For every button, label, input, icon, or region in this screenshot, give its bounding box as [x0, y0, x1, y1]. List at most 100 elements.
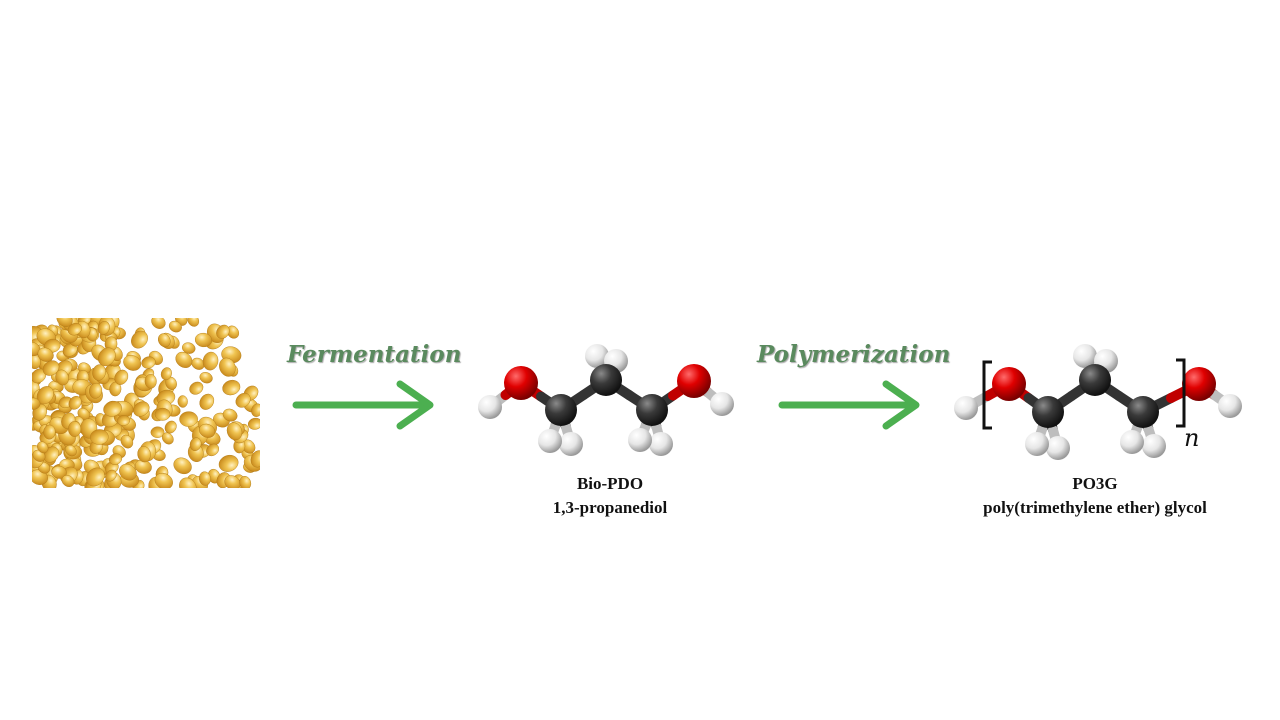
oxygen-atom	[1182, 367, 1216, 401]
hydrogen-atom	[585, 344, 609, 368]
corn-kernel	[199, 372, 213, 384]
corn-kernel	[177, 395, 188, 408]
corn-kernel	[194, 332, 213, 348]
corn-kernels-image	[32, 318, 260, 488]
right-bracket	[1176, 358, 1186, 428]
corn-kernel	[119, 463, 137, 481]
oxygen-atom	[504, 366, 538, 400]
polymerization-label: Polymerization	[757, 341, 951, 368]
corn-kernel	[199, 393, 215, 410]
hydrogen-atom	[1142, 434, 1166, 458]
carbon-atom	[636, 394, 668, 426]
corn-kernel	[120, 434, 134, 449]
corn-kernel	[37, 441, 49, 454]
corn-kernel	[103, 400, 122, 417]
carbon-atom	[590, 364, 622, 396]
carbon-atom	[1127, 396, 1159, 428]
corn-kernel	[61, 474, 75, 488]
corn-kernel	[202, 351, 219, 371]
corn-kernel	[164, 420, 177, 434]
carbon-atom	[545, 394, 577, 426]
corn-kernel	[189, 381, 204, 395]
corn-kernel	[175, 351, 193, 368]
hydrogen-atom	[559, 432, 583, 456]
corn-kernel	[168, 320, 182, 333]
repeat-brackets	[982, 358, 1186, 430]
corn-kernel	[68, 421, 82, 437]
propanediol-molecule-model	[478, 344, 734, 456]
oxygen-atom	[992, 367, 1026, 401]
corn-kernel	[108, 453, 123, 465]
corn-kernel	[179, 411, 198, 427]
pdo-caption: Bio-PDO 1,3-propanediol	[505, 472, 715, 520]
po3g-name: PO3G	[1072, 474, 1118, 493]
corn-kernel	[51, 465, 67, 479]
corn-kernel	[137, 446, 151, 463]
corn-kernel	[133, 401, 150, 417]
po3g-chemical-name: poly(trimethylene ether) glycol	[983, 498, 1207, 517]
corn-kernel	[131, 330, 148, 349]
corn-kernel	[42, 360, 60, 376]
corn-kernel	[247, 417, 260, 430]
corn-kernel	[86, 467, 105, 487]
hydrogen-atom	[710, 392, 734, 416]
corn-kernel	[92, 364, 106, 381]
corn-kernel	[55, 369, 69, 386]
corn-kernel	[187, 318, 200, 327]
corn-kernel	[123, 355, 142, 371]
corn-kernel	[105, 469, 117, 482]
oxygen-atom	[677, 364, 711, 398]
corn-kernel	[226, 422, 243, 441]
corn-kernel	[219, 357, 236, 377]
hydrogen-atom	[538, 429, 562, 453]
corn-kernel	[160, 367, 172, 381]
repeat-subscript: n	[1184, 424, 1200, 452]
corn-kernel	[218, 454, 239, 472]
corn-kernel	[251, 403, 260, 417]
hydrogen-atom	[1073, 344, 1097, 368]
corn-kernel	[32, 397, 41, 410]
corn-kernel	[173, 457, 192, 475]
fermentation-label: Fermentation	[287, 341, 462, 368]
corn-kernel	[43, 424, 56, 440]
corn-kernel	[67, 322, 82, 336]
corn-kernel	[224, 475, 241, 488]
corn-kernel	[199, 423, 216, 438]
corn-kernel	[250, 450, 260, 468]
polymerization-arrow	[778, 380, 920, 430]
corn-kernel	[235, 392, 251, 408]
corn-kernel	[161, 432, 174, 445]
corn-kernel	[154, 407, 171, 421]
corn-kernel	[206, 443, 220, 457]
corn-kernel	[97, 321, 110, 335]
hydrogen-atom	[1218, 394, 1242, 418]
corn-kernel	[198, 471, 211, 486]
corn-kernel	[117, 415, 131, 426]
po3g-caption: PO3G poly(trimethylene ether) glycol	[920, 472, 1270, 520]
pdo-chemical-name: 1,3-propanediol	[552, 498, 668, 517]
fermentation-arrow	[292, 380, 434, 430]
pdo-name: Bio-PDO	[576, 474, 644, 493]
corn-kernel	[114, 369, 129, 385]
corn-kernel	[144, 374, 157, 389]
corn-kernel	[68, 395, 82, 410]
corn-kernel	[222, 379, 241, 396]
hydrogen-atom	[1025, 432, 1049, 456]
corn-kernel	[150, 426, 165, 438]
left-bracket	[982, 360, 992, 430]
corn-kernel	[154, 472, 173, 488]
corn-kernel	[222, 408, 238, 422]
hydrogen-atom	[1046, 436, 1070, 460]
corn-kernel	[65, 444, 77, 457]
hydrogen-atom	[649, 432, 673, 456]
corn-kernel	[239, 475, 252, 488]
corn-kernel	[89, 382, 103, 399]
corn-kernel	[179, 477, 197, 488]
corn-kernel	[189, 437, 202, 451]
hydrogen-atom	[628, 428, 652, 452]
hydrogen-atom	[478, 395, 502, 419]
corn-kernel	[157, 333, 171, 348]
corn-kernel	[37, 347, 54, 362]
